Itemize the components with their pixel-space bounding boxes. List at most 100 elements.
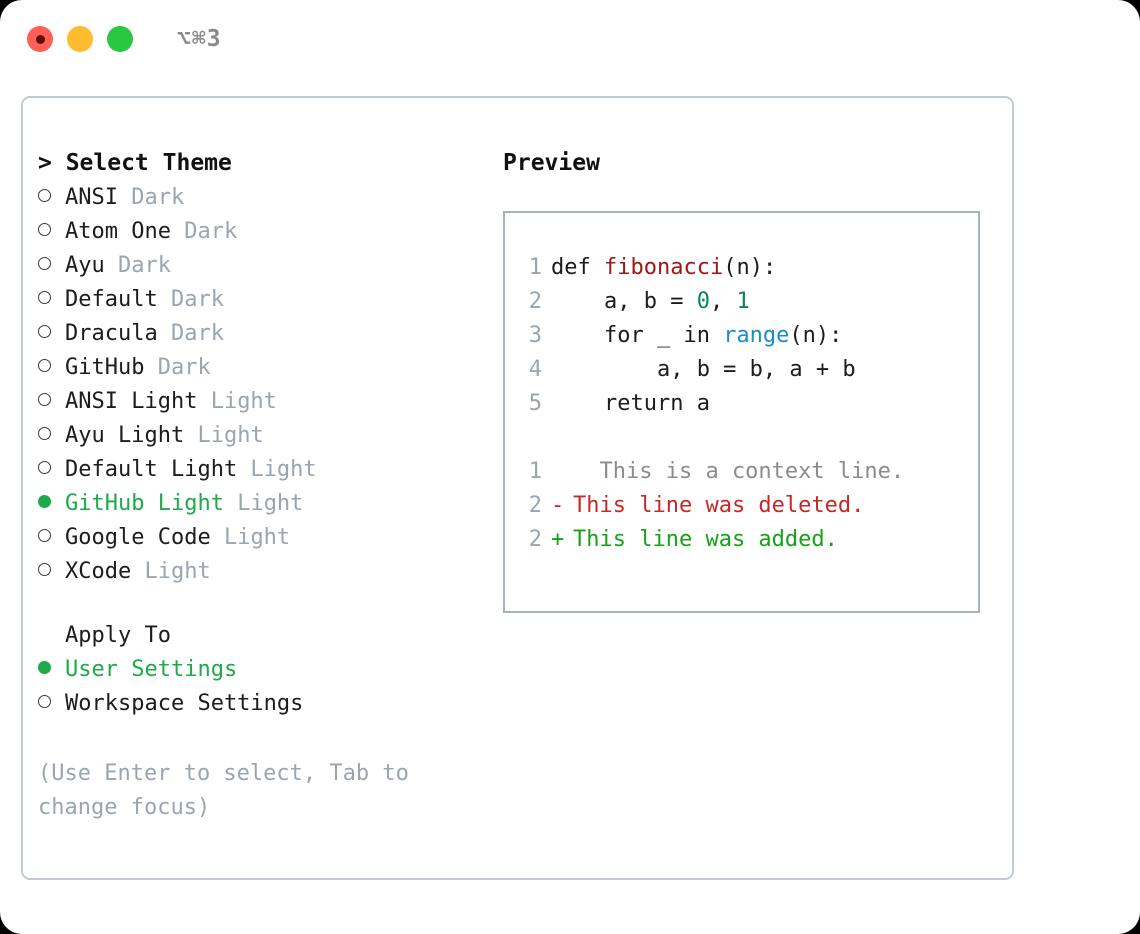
option-variant-tag: Light: [223, 491, 304, 516]
code-token: ,: [709, 289, 737, 314]
option-variant-tag: Dark: [170, 219, 238, 244]
line-number: 2: [528, 289, 542, 314]
code-token: range: [723, 323, 790, 348]
radio-unselected-icon: [38, 555, 65, 589]
radio-selected-icon: [38, 487, 65, 521]
option-variant-tag: Dark: [157, 321, 224, 346]
line-number: 3: [528, 323, 542, 348]
minimize-button[interactable]: [67, 26, 93, 52]
option-label: Ayu Light: [65, 423, 185, 448]
theme-option[interactable]: Ayu Dark: [38, 249, 503, 283]
diff-line: 2-This line was deleted.: [505, 489, 978, 523]
code-token: return a: [551, 391, 710, 416]
radio-unselected-icon: [38, 215, 65, 249]
line-number: 2: [528, 527, 542, 552]
radio-unselected-icon: [38, 283, 65, 317]
code-text: a, b = b, a + b: [551, 353, 856, 387]
option-label: Workspace Settings: [65, 691, 304, 716]
select-theme-prompt: > Select Theme: [38, 150, 232, 176]
preview-title: Preview: [503, 150, 600, 176]
diff-sample: 1 This is a context line.2-This line was…: [505, 455, 978, 557]
theme-option[interactable]: GitHub Light Light: [38, 487, 503, 521]
theme-option[interactable]: ANSI Light Light: [38, 385, 503, 419]
theme-option[interactable]: Default Dark: [38, 283, 503, 317]
radio-selected-icon: [38, 653, 65, 687]
radio-unselected-icon: [38, 317, 65, 351]
option-variant-tag: Dark: [144, 355, 211, 380]
option-label: User Settings: [65, 657, 238, 682]
keyboard-hint: (Use Enter to select, Tab to change focu…: [38, 761, 409, 820]
radio-unselected-icon: [38, 453, 65, 487]
option-label: XCode: [65, 559, 132, 584]
line-number: 5: [528, 391, 542, 416]
code-token: a, b = b, a + b: [551, 357, 856, 382]
code-line: 2 a, b = 0, 1: [505, 285, 978, 319]
option-variant-tag: Dark: [104, 253, 171, 278]
theme-option[interactable]: Ayu Light Light: [38, 419, 503, 453]
option-label: Google Code: [65, 525, 211, 550]
option-label: ANSI Light: [65, 389, 198, 414]
line-number: 4: [528, 357, 542, 382]
diff-text: This line was deleted.: [573, 493, 865, 518]
window-controls: [27, 26, 133, 52]
option-variant-tag: Light: [197, 389, 277, 414]
option-label: GitHub: [65, 355, 145, 380]
apply-to-heading: Apply To: [65, 623, 171, 648]
code-token: (n):: [789, 323, 843, 348]
code-line: 5 return a: [505, 387, 978, 421]
radio-unselected-icon: [38, 687, 65, 721]
option-variant-tag: Light: [210, 525, 291, 550]
radio-unselected-icon: [38, 419, 65, 453]
option-variant-tag: Dark: [157, 287, 224, 312]
option-variant-tag: Light: [237, 457, 317, 482]
diff-text: This is a context line.: [573, 459, 905, 484]
theme-option[interactable]: Google Code Light: [38, 521, 503, 555]
option-label: Atom One: [65, 219, 171, 244]
diff-marker: -: [551, 493, 565, 518]
zoom-button[interactable]: [107, 26, 133, 52]
theme-option[interactable]: Atom One Dark: [38, 215, 503, 249]
apply-to-option[interactable]: User Settings: [38, 653, 503, 687]
line-number: 1: [528, 459, 542, 484]
close-button[interactable]: [27, 26, 53, 52]
theme-option[interactable]: ANSI Dark: [38, 181, 503, 215]
theme-option[interactable]: GitHub Dark: [38, 351, 503, 385]
code-token: 1: [736, 289, 750, 314]
code-text: a, b = 0, 1: [551, 285, 750, 319]
diff-line: 2 + This line was added.: [505, 523, 978, 557]
code-token: (n):: [723, 255, 777, 280]
radio-unselected-icon: [38, 351, 65, 385]
keyboard-shortcut-label: ⌥⌘3: [177, 26, 222, 52]
theme-option[interactable]: Default Light Light: [38, 453, 503, 487]
option-label: Ayu: [65, 253, 105, 278]
diff-line: 1 This is a context line.: [505, 455, 978, 489]
option-label: ANSI: [65, 185, 118, 210]
diff-text: This line was added.: [573, 527, 838, 552]
code-text: for _ in range(n):: [551, 319, 842, 353]
theme-option[interactable]: Dracula Dark: [38, 317, 503, 351]
title-bar: ⌥⌘3: [0, 0, 1140, 78]
code-line: 3 for _ in range(n):: [505, 319, 978, 353]
option-label: Default: [65, 287, 158, 312]
apply-to-option[interactable]: Workspace Settings: [38, 687, 503, 721]
radio-unselected-icon: [38, 385, 65, 419]
option-label: GitHub Light: [65, 491, 224, 516]
theme-option[interactable]: XCode Light: [38, 555, 503, 589]
code-text: def fibonacci(n):: [551, 251, 776, 285]
code-token: def: [551, 255, 604, 280]
code-line: 4 a, b = b, a + b: [505, 353, 978, 387]
radio-unselected-icon: [38, 521, 65, 555]
option-label: Default Light: [65, 457, 238, 482]
code-token: for _ in: [551, 323, 724, 348]
option-variant-tag: Dark: [117, 185, 185, 210]
diff-marker: +: [551, 527, 565, 552]
